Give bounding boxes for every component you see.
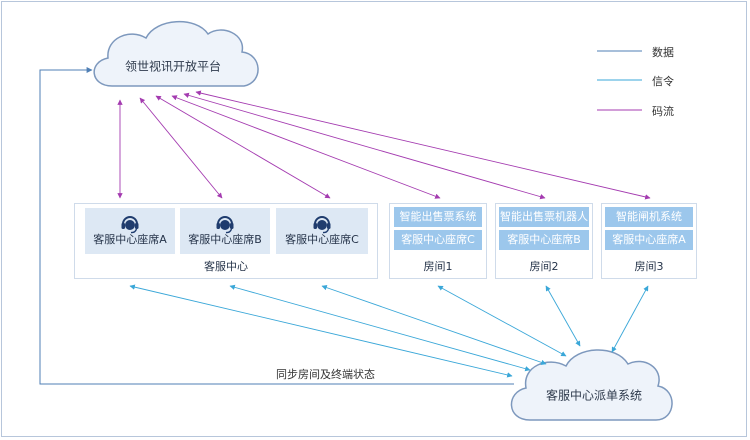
room-2-item-1: 智能出售票机器人 [499, 207, 589, 227]
signal-arrow-agent-c [321, 285, 547, 365]
agent-card-c: 客服中心座席C [276, 208, 368, 254]
signal-arrow-room-2 [545, 285, 581, 347]
agent-card-a: 客服中心座席A [85, 208, 175, 254]
data-line-sync [39, 67, 514, 385]
room-label-2: 房间2 [529, 260, 559, 273]
agent-card-b: 客服中心座席B [180, 208, 270, 254]
stream-arrow-room-2 [183, 92, 546, 200]
signal-arrow-agent-a [129, 284, 513, 378]
signal-arrow-room-1 [437, 285, 567, 357]
headset-agent-icon [119, 213, 141, 239]
stream-arrow-room-3 [195, 90, 651, 200]
signal-arrow-room-3 [611, 285, 649, 353]
dispatch-cloud [510, 349, 673, 421]
agent-label-b: 客服中心座席B [188, 233, 262, 246]
dispatch-label: 客服中心派单系统 [545, 388, 643, 403]
headset-agent-icon [311, 213, 333, 239]
agent-label-a: 客服中心座席A [93, 233, 167, 246]
room-3-item-2: 客服中心座席A [605, 230, 693, 250]
room-2-item-2: 客服中心座席B [499, 230, 589, 250]
headset-agent-icon [214, 213, 236, 239]
room-label-3: 房间3 [634, 260, 664, 273]
legend-label-data: 数据 [652, 46, 674, 59]
signal-arrow-agent-b [229, 284, 531, 372]
legend-label-stream: 码流 [652, 105, 674, 118]
room-label-1: 房间1 [423, 260, 453, 273]
stream-arrow-room-1 [171, 95, 441, 199]
platform-cloud [93, 21, 259, 87]
sync-status-label: 同步房间及终端状态 [276, 368, 375, 381]
service-center-label: 客服中心 [204, 260, 248, 273]
room-1-item-1: 智能出售票系统 [394, 207, 482, 227]
room-1-item-2: 客服中心座席C [394, 230, 482, 250]
platform-label: 领世视讯开放平台 [124, 59, 222, 74]
stream-arrow-agent-b [139, 97, 223, 199]
agent-label-c: 客服中心座席C [285, 233, 359, 246]
room-3-item-1: 智能闸机系统 [605, 207, 693, 227]
legend-label-signal: 信令 [652, 75, 674, 88]
